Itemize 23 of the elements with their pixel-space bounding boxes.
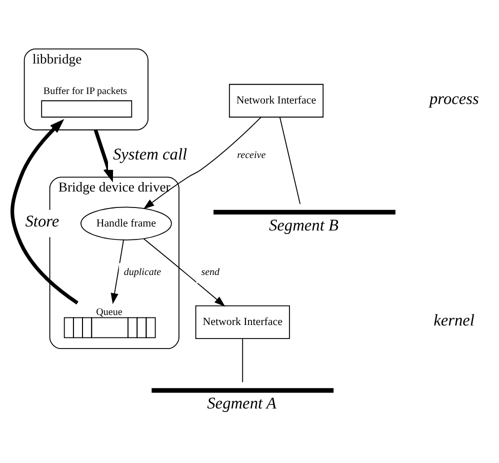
arrow — [94, 129, 114, 182]
arrow — [110, 240, 124, 304]
node-label: Queue — [96, 306, 122, 318]
edge-label: receive — [237, 150, 266, 161]
node-box — [152, 388, 334, 393]
edge-label: duplicate — [124, 266, 162, 278]
node-ellipse: Handle frame — [80, 206, 172, 240]
edge-label: System call — [113, 144, 188, 164]
node-box — [41, 100, 132, 118]
arrow — [143, 116, 262, 210]
node-box: Network Interface — [195, 305, 290, 340]
label: kernel — [434, 310, 474, 330]
label: process — [430, 88, 479, 108]
node-label: Buffer for IP packets — [43, 86, 128, 98]
node-box: Network Interface — [228, 84, 324, 118]
edge-label: send — [201, 266, 220, 278]
connector — [242, 338, 244, 383]
connector — [279, 116, 301, 204]
node-box — [214, 210, 396, 214]
node-label: Segment B — [268, 215, 338, 234]
arrow — [143, 238, 226, 307]
arrow — [10, 119, 79, 304]
node-label: Segment A — [207, 394, 276, 413]
